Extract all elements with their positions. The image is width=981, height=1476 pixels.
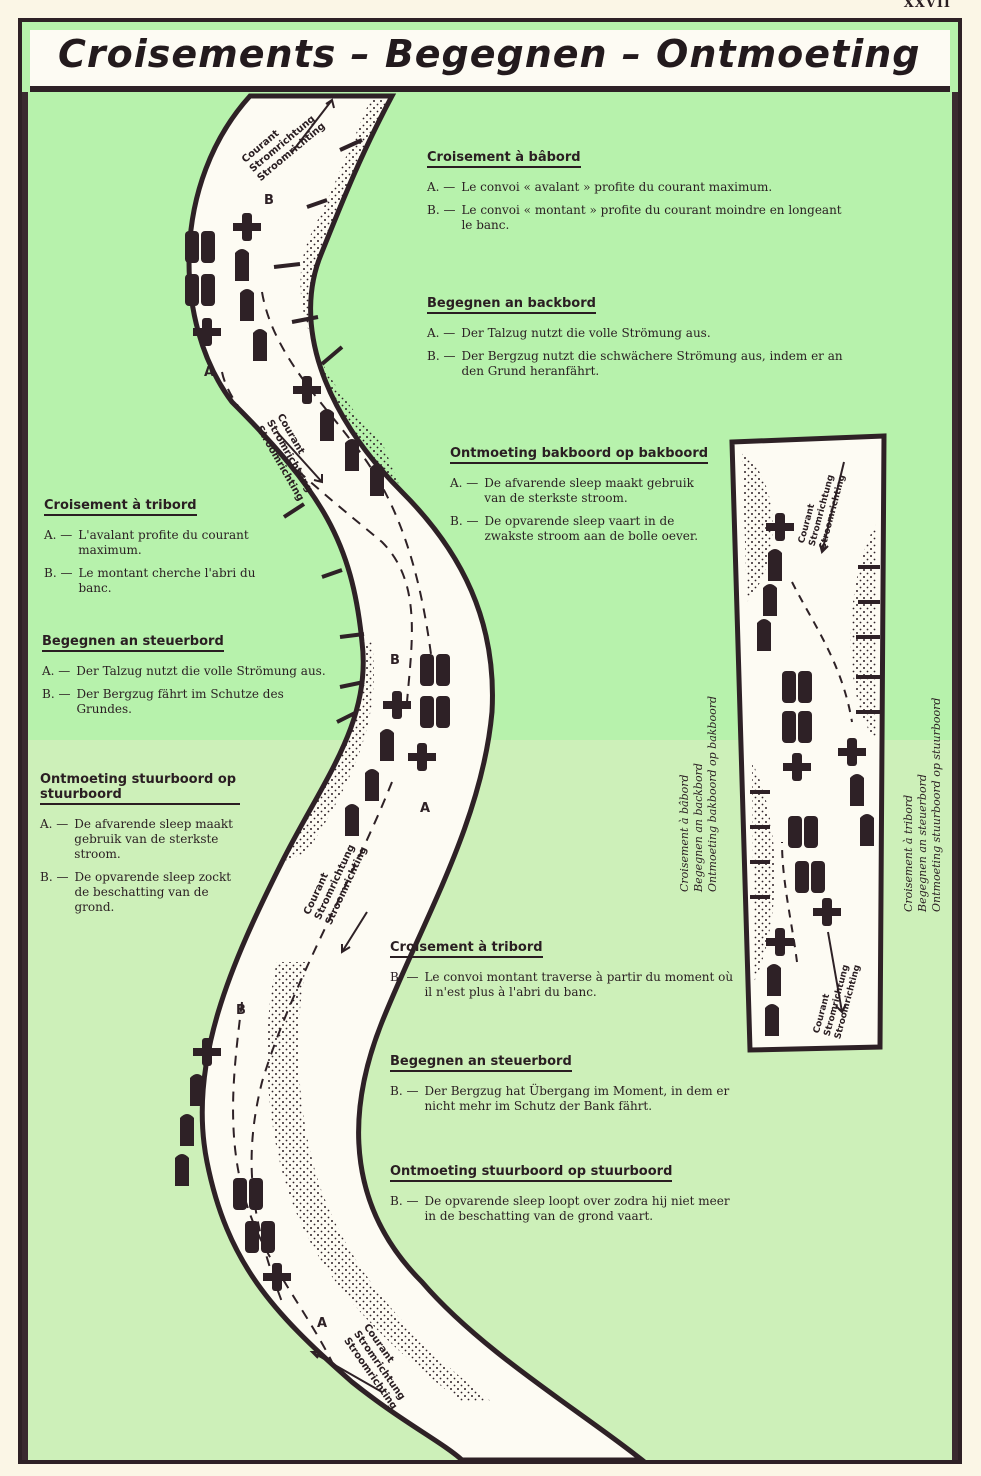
side-groynes [750,565,880,899]
section-heading: Croisement à bâbord [427,150,581,168]
sand-bank-middle [282,642,374,862]
plate-title: Croisements – Begegnen – Ontmoeting [58,32,921,76]
section-fr-starboard-2: Croisement à tribord B. —Le convoi monta… [390,940,735,1008]
side-caption-left: Croisement à bâbord Begegnen an backbord… [678,695,719,892]
side-course-lines [781,581,853,963]
section-heading: Ontmoeting bakboord op bakboord [450,446,709,464]
list-item: A. —De afvarende sleep maakt gebruik van… [40,817,234,861]
list-item: A. —Der Talzug nutzt die volle Strömung … [427,326,711,340]
sand-bank-upper [300,96,402,492]
section-nl-starboard: Ontmoeting stuurboord op stuurboord A. —… [40,772,240,923]
sand-bank-lower [267,962,492,1402]
list-item: B. —De opvarende sleep loopt over zodra … [390,1194,730,1223]
svg-text:B: B [390,653,400,668]
side-current-arrows [819,461,847,1014]
section-heading: Croisement à tribord [44,498,197,516]
list-item: A. —Der Talzug nutzt die volle Strömung … [42,664,326,678]
section-de-starboard: Begegnen an steuerbord A. —Der Talzug nu… [42,634,342,725]
list-item: B. —Le montant cherche l'abri du banc. [44,566,256,595]
section-de-starboard-2: Begegnen an steuerbord B. —Der Bergzug h… [390,1054,735,1122]
list-item: B. —De opvarende sleep vaart in de zwaks… [450,514,699,543]
svg-text:B: B [264,193,274,208]
list-item: B. —De opvarende sleep zockt de beschatt… [40,870,232,914]
list-item: A. —L'avalant profite du courant maximum… [44,528,249,557]
list-item: A. —Le convoi « avalant » profite du cou… [427,180,773,194]
right-border-strip [952,92,958,1460]
list-item: B. —Der Bergzug hat Übergang im Moment, … [390,1084,730,1113]
section-nl-port: Ontmoeting bakboord op bakboord A. —De a… [450,446,710,552]
list-item: B. —Der Bergzug fährt im Schutze des Gru… [42,687,284,716]
svg-text:A: A [204,365,214,380]
section-de-port: Begegnen an backbord A. —Der Talzug nutz… [427,296,847,387]
list-item: B. —Le convoi montant traverse à partir … [390,970,734,999]
page-number: XXVII [903,0,951,11]
side-bank-top-right [850,522,877,742]
section-heading: Croisement à tribord [390,940,543,958]
list-item: B. —Le convoi « montant » profite du cou… [427,203,842,232]
svg-text:A: A [420,801,430,816]
section-heading: Ontmoeting stuurboord op stuurboord [390,1164,673,1182]
section-heading: Begegnen an backbord [427,296,596,314]
section-fr-starboard: Croisement à tribord A. —L'avalant profi… [44,498,289,604]
list-item: A. —De afvarende sleep maakt gebruik van… [450,476,694,505]
left-border-strip [22,92,28,1460]
groynes-middle [282,502,365,724]
side-bank-bottom-left [752,762,775,982]
side-caption-right: Croisement à tribord Begegnen an steuerb… [902,697,943,912]
list-item: B. —Der Bergzug nutzt die schwächere Str… [427,349,843,378]
svg-text:A: A [317,1316,327,1331]
plate-frame: Croisements – Begegnen – Ontmoeting [18,18,962,1464]
section-heading: Begegnen an steuerbord [42,634,224,652]
position-markers: A B B A B A [204,193,430,1331]
section-nl-starboard-2: Ontmoeting stuurboord op stuurboord B. —… [390,1164,735,1232]
section-heading: Ontmoeting stuurboord op stuurboord [40,772,240,805]
svg-text:B: B [236,1003,246,1018]
current-arrows [276,98,383,1393]
groynes-upper [273,138,363,366]
side-bank-top-left [742,452,773,602]
title-bar: Croisements – Begegnen – Ontmoeting [30,30,950,92]
side-river [729,433,887,1053]
river-diagram: A B B A B A [175,93,887,1460]
main-river: A B B A B A [175,93,647,1460]
section-heading: Begegnen an steuerbord [390,1054,572,1072]
section-fr-port: Croisement à bâbord A. —Le convoi « aval… [427,150,847,241]
